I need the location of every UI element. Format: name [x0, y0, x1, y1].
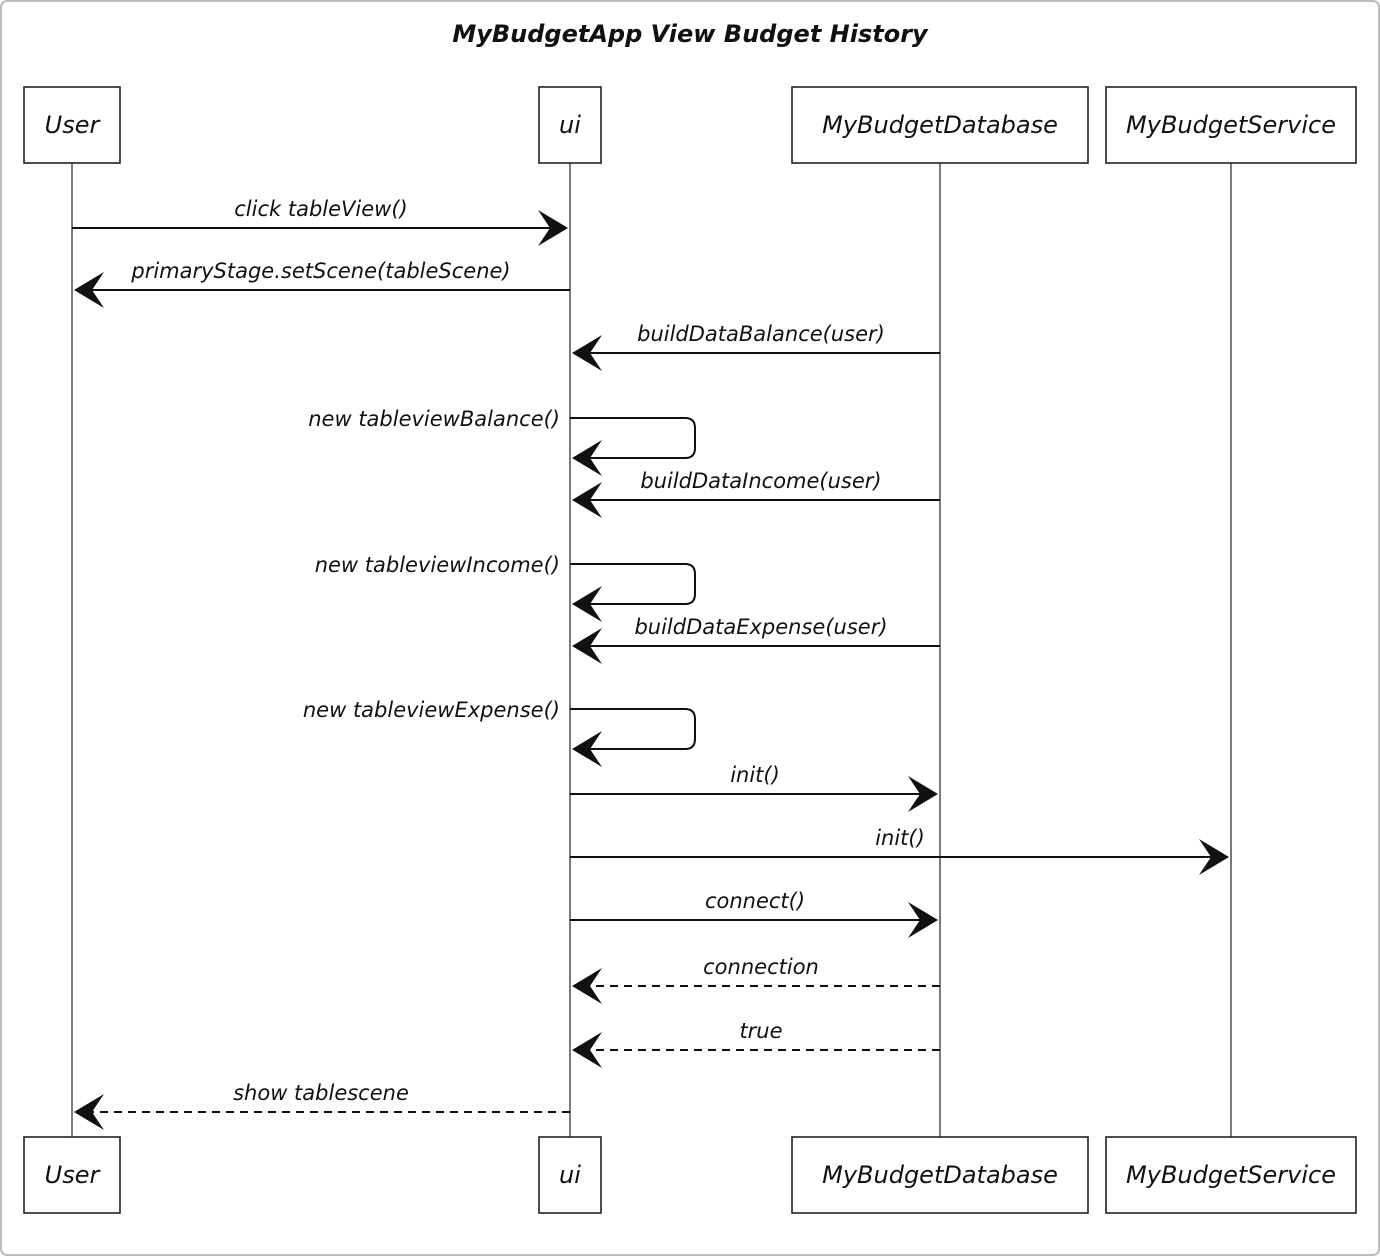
- participant-ui-bottom: ui: [538, 1136, 602, 1214]
- arrow-head: [908, 776, 938, 812]
- message-label: init(): [875, 826, 925, 850]
- arrow-head: [74, 272, 104, 308]
- message-label: true: [739, 1019, 782, 1043]
- participants: UserUseruiuiMyBudgetDatabaseMyBudgetData…: [23, 86, 1357, 1214]
- participant-box: [23, 86, 121, 164]
- participant-label: MyBudgetDatabase: [822, 1161, 1058, 1189]
- participant-user-bottom: User: [23, 1136, 121, 1214]
- messages: click tableView() primaryStage.setScene(t…: [72, 197, 1229, 1130]
- message-label: buildDataBalance(user): [637, 322, 885, 346]
- participant-ui-top: ui: [538, 86, 602, 164]
- arrow-head: [908, 902, 938, 938]
- message-label: connection: [703, 955, 819, 979]
- message: init(): [570, 826, 1229, 875]
- self-message-line: [570, 708, 696, 750]
- participant-label: User: [45, 1161, 102, 1189]
- participant-db-top: MyBudgetDatabase: [791, 86, 1089, 164]
- arrow-head: [572, 482, 602, 518]
- message: buildDataIncome(user): [572, 469, 940, 518]
- participant-box: [1105, 86, 1357, 164]
- message-label: new tableviewIncome(): [315, 553, 560, 577]
- message-label: primaryStage.setScene(tableScene): [130, 259, 510, 283]
- participant-db-bottom: MyBudgetDatabase: [791, 1136, 1089, 1214]
- participant-label: ui: [559, 111, 581, 139]
- arrow-head: [572, 628, 602, 664]
- participant-label: MyBudgetService: [1126, 1161, 1336, 1189]
- participant-box: [23, 1136, 121, 1214]
- message-label: show tablescene: [233, 1081, 409, 1105]
- participant-service-top: MyBudgetService: [1105, 86, 1357, 164]
- arrow-head: [572, 440, 602, 476]
- participant-box: [1105, 1136, 1357, 1214]
- participant-box: [791, 86, 1089, 164]
- participant-label: MyBudgetDatabase: [822, 111, 1058, 139]
- message: show tablescene: [74, 1081, 570, 1130]
- message-label: buildDataExpense(user): [634, 615, 887, 639]
- participant-label: MyBudgetService: [1126, 111, 1336, 139]
- message: primaryStage.setScene(tableScene): [74, 259, 570, 308]
- participant-label: ui: [559, 1161, 581, 1189]
- message: connection: [572, 955, 940, 1004]
- arrow-head: [572, 1032, 602, 1068]
- participant-service-bottom: MyBudgetService: [1105, 1136, 1357, 1214]
- participant-user-top: User: [23, 86, 121, 164]
- message: new tableviewBalance(): [308, 407, 696, 476]
- self-message-line: [570, 563, 696, 605]
- message: connect(): [570, 889, 938, 938]
- arrow-head: [572, 731, 602, 767]
- arrow-head: [572, 335, 602, 371]
- message: new tableviewExpense(): [303, 698, 696, 767]
- message-label: new tableviewBalance(): [308, 407, 560, 431]
- message-label: click tableView(): [234, 197, 407, 221]
- participant-label: User: [45, 111, 102, 139]
- message: init(): [570, 763, 938, 812]
- self-message-line: [570, 417, 696, 459]
- message: buildDataBalance(user): [572, 322, 940, 371]
- message-label: buildDataIncome(user): [640, 469, 881, 493]
- lifelines: [71, 163, 1232, 1137]
- arrow-head: [74, 1094, 104, 1130]
- message: click tableView(): [72, 197, 568, 246]
- message-label: init(): [730, 763, 780, 787]
- message-label: new tableviewExpense(): [303, 698, 560, 722]
- diagram-title: MyBudgetApp View Budget History: [452, 20, 929, 48]
- message: true: [572, 1019, 940, 1068]
- arrow-head: [538, 210, 568, 246]
- arrow-head: [572, 586, 602, 622]
- message-label: connect(): [705, 889, 805, 913]
- message: new tableviewIncome(): [315, 553, 696, 622]
- participant-box: [791, 1136, 1089, 1214]
- participant-box: [538, 86, 602, 164]
- message: buildDataExpense(user): [572, 615, 940, 664]
- arrow-head: [572, 968, 602, 1004]
- participant-box: [538, 1136, 602, 1214]
- arrow-head: [1199, 839, 1229, 875]
